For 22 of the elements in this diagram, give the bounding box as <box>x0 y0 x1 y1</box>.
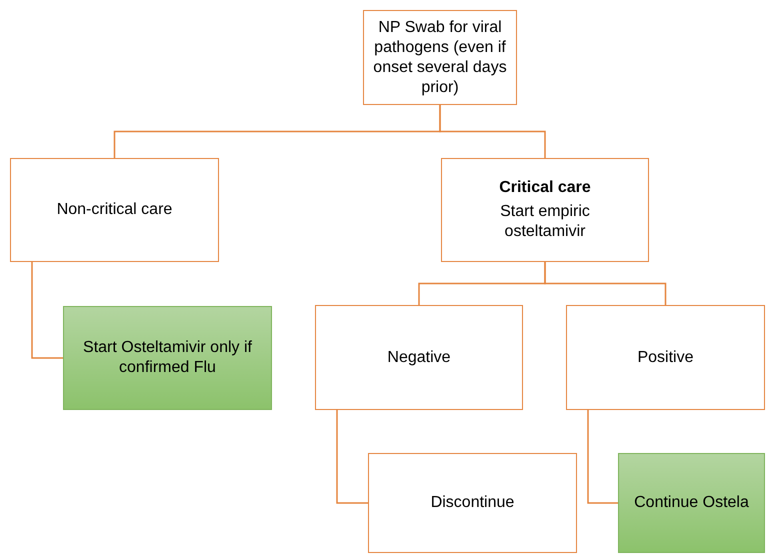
process-box <box>368 453 577 553</box>
box-text: Start empiric osteltamivir <box>499 202 591 242</box>
connector-line <box>31 262 63 359</box>
process-box <box>10 158 219 262</box>
box-heading: Critical care <box>499 178 591 198</box>
box-text: Positive <box>637 348 694 368</box>
connector-line <box>439 105 546 158</box>
process-box <box>363 10 517 105</box>
box-text: Negative <box>387 348 451 368</box>
box-text: Start Osteltamivir only if confirmed Flu <box>82 338 253 378</box>
process-box <box>315 305 523 410</box>
action-box <box>63 306 272 410</box>
box-text: NP Swab for viral pathogens (even if onset several days prior) <box>372 18 508 98</box>
box-text: Discontinue <box>430 493 514 513</box>
action-box <box>618 453 765 553</box>
connector-line <box>544 262 666 305</box>
process-box <box>441 158 649 262</box>
process-box <box>566 305 765 410</box>
box-text: Non-critical care <box>56 200 172 220</box>
connector-line <box>336 410 368 504</box>
connector-line <box>587 410 618 504</box>
box-text: Continue Ostela <box>634 493 749 513</box>
